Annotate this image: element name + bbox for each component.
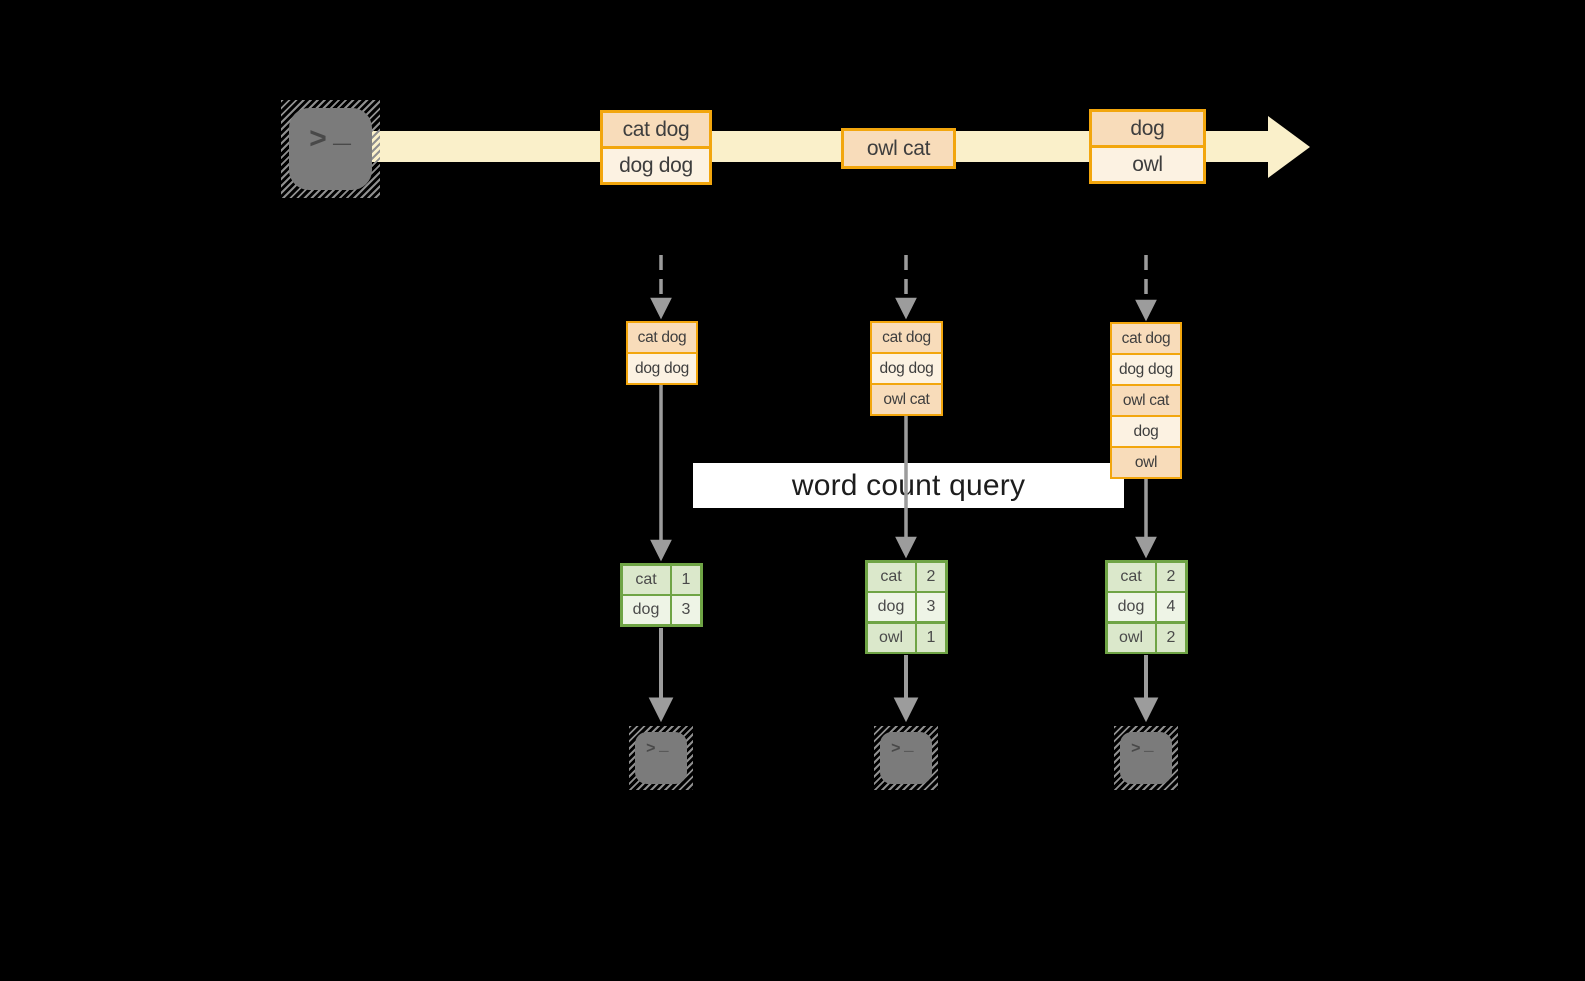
count-value: 1 xyxy=(917,623,945,652)
terminal-screen: > _ xyxy=(880,732,932,784)
state-row: cat dog xyxy=(1110,322,1182,355)
state-row: cat dog xyxy=(626,321,698,354)
state-row: dog dog xyxy=(1110,353,1182,386)
state-row: dog dog xyxy=(870,352,943,385)
stream-record: owl xyxy=(1089,145,1206,184)
count-value: 2 xyxy=(1157,562,1185,591)
count-table-1: cat 1 dog 3 xyxy=(620,563,703,627)
state-stack-2: cat dog dog dog owl cat xyxy=(870,321,943,416)
count-value: 2 xyxy=(1157,623,1185,652)
stream-record: dog xyxy=(1089,109,1206,148)
prompt-chevron-glyph: > xyxy=(646,740,656,758)
state-row: dog xyxy=(1110,415,1182,448)
query-banner: word count query xyxy=(693,463,1124,508)
prompt-chevron-glyph: > xyxy=(1131,740,1141,758)
count-word: cat xyxy=(622,565,670,594)
count-value: 4 xyxy=(1157,593,1185,621)
stream-record: cat dog xyxy=(600,110,712,149)
prompt-cursor-glyph: _ xyxy=(333,118,352,152)
prompt-cursor-glyph: _ xyxy=(904,737,914,755)
terminal-icon-source: > _ xyxy=(281,100,380,198)
stream-record: dog dog xyxy=(600,146,712,185)
terminal-screen: > _ xyxy=(289,108,372,190)
terminal-screen: > _ xyxy=(635,732,687,784)
count-word: dog xyxy=(622,596,670,624)
count-word: owl xyxy=(1107,623,1155,652)
stream-record-single: owl cat xyxy=(841,128,956,169)
count-value: 1 xyxy=(672,565,700,594)
count-word: cat xyxy=(1107,562,1155,591)
prompt-cursor-glyph: _ xyxy=(659,737,669,755)
input-stream-arrowhead xyxy=(1268,116,1310,178)
state-stack-3: cat dog dog dog owl cat dog owl xyxy=(1110,322,1182,479)
count-table-2: cat 2 dog 3 owl 1 xyxy=(865,560,948,654)
state-stack-1: cat dog dog dog xyxy=(626,321,698,385)
count-table-3: cat 2 dog 4 owl 2 xyxy=(1105,560,1188,654)
prompt-chevron-glyph: > xyxy=(309,124,328,158)
prompt-chevron-glyph: > xyxy=(891,740,901,758)
stream-record-pair-2: dog owl xyxy=(1089,109,1206,184)
state-row: cat dog xyxy=(870,321,943,354)
count-value: 3 xyxy=(917,593,945,621)
state-row: owl cat xyxy=(870,383,943,416)
terminal-screen: > _ xyxy=(1120,732,1172,784)
count-word: dog xyxy=(867,593,915,621)
count-value: 3 xyxy=(672,596,700,624)
count-word: dog xyxy=(1107,593,1155,621)
query-label: word count query xyxy=(791,468,1026,502)
prompt-cursor-glyph: _ xyxy=(1144,737,1154,755)
count-value: 2 xyxy=(917,562,945,591)
terminal-icon-sink-3: > _ xyxy=(1114,726,1178,790)
terminal-icon-sink-2: > _ xyxy=(874,726,938,790)
count-word: owl xyxy=(867,623,915,652)
state-row: owl cat xyxy=(1110,384,1182,417)
stream-record-pair-1: cat dog dog dog xyxy=(600,110,712,185)
state-row: dog dog xyxy=(626,352,698,385)
state-row: owl xyxy=(1110,446,1182,479)
stream-record: owl cat xyxy=(841,128,956,169)
count-word: cat xyxy=(867,562,915,591)
terminal-icon-sink-1: > _ xyxy=(629,726,693,790)
